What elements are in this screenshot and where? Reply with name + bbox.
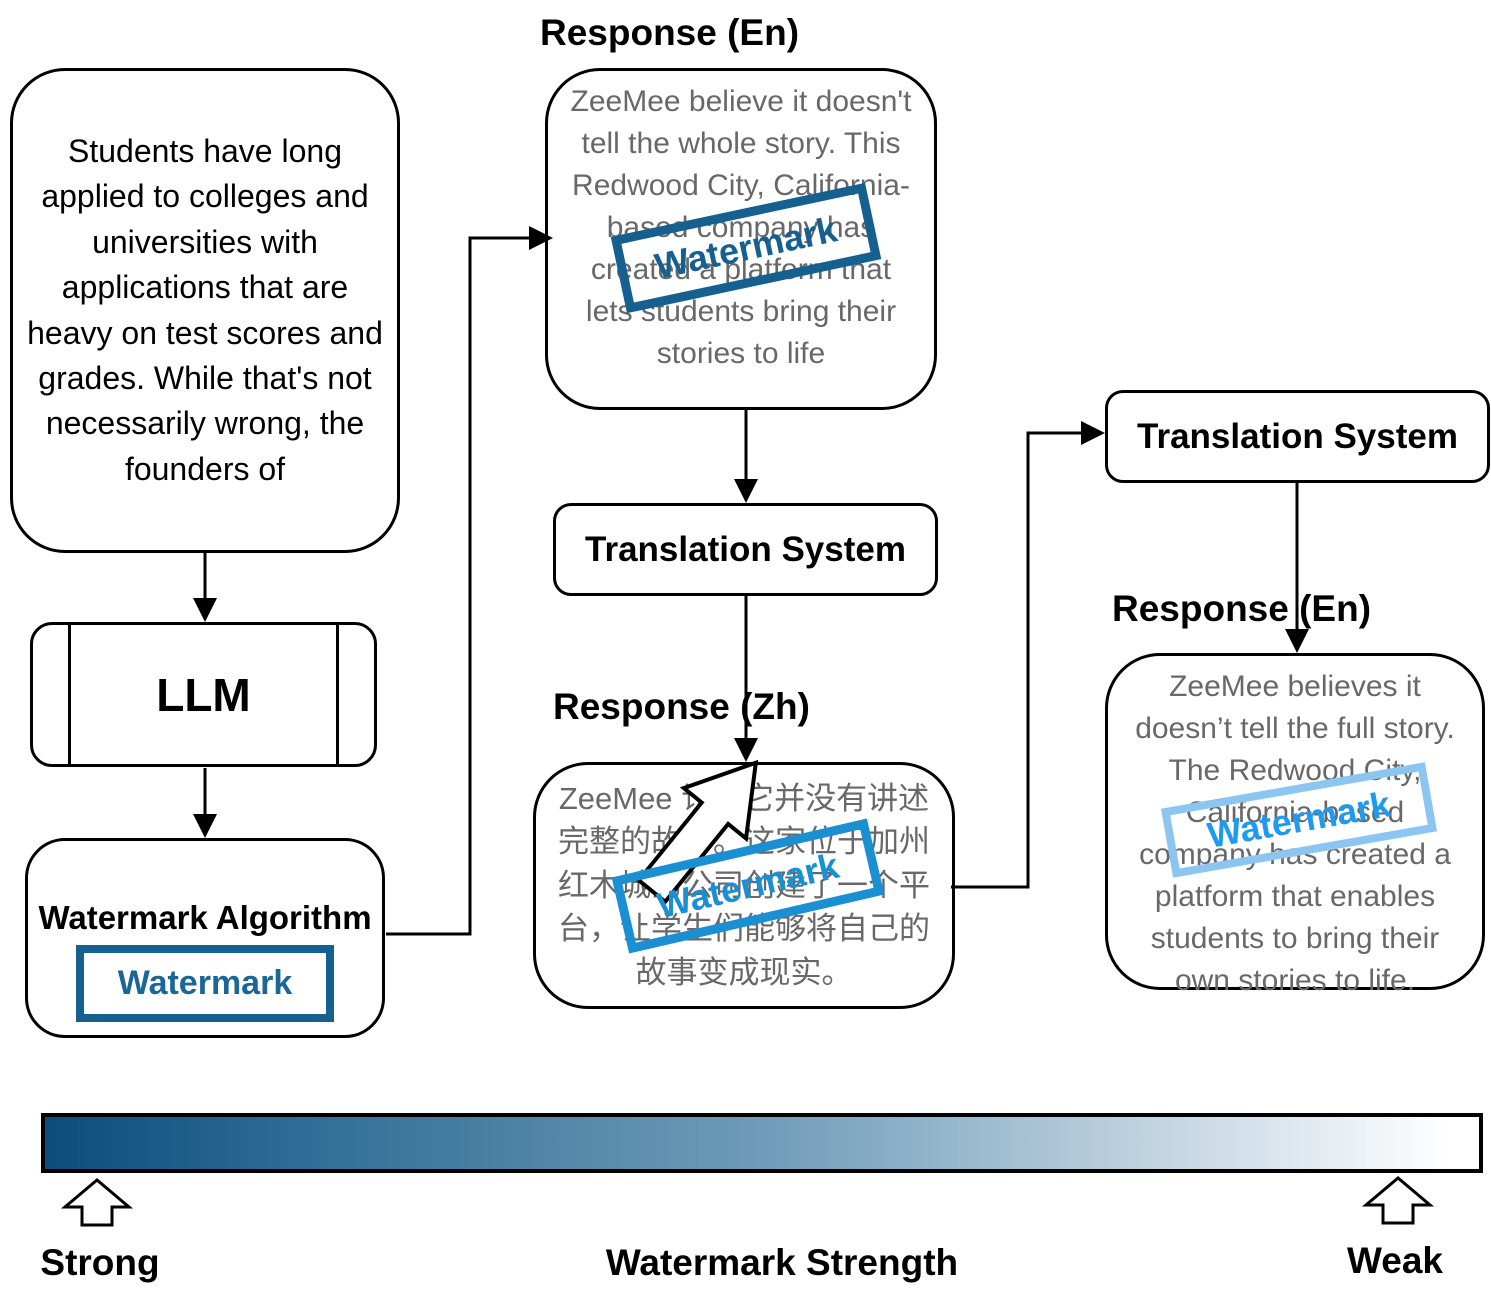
translation-system-1-label: Translation System <box>585 529 906 569</box>
arrow-watermark-algorithm-to-response-en <box>386 226 553 936</box>
response-en-top-text: ZeeMee believe it doesn't tell the whole… <box>570 85 912 370</box>
response-en-top-title: Response (En) <box>540 12 800 53</box>
watermark-badge-text: Watermark <box>117 964 293 1002</box>
arrow-llm-to-watermark-algorithm <box>193 768 217 838</box>
translation-system-1-box: Translation System <box>553 503 938 596</box>
llm-box: LLM <box>30 622 377 767</box>
arrow-prompt-to-llm <box>193 553 217 622</box>
response-en-top-box: ZeeMee believe it doesn't tell the whole… <box>545 68 937 410</box>
response-en-final-box: ZeeMee believes it doesn’t tell the full… <box>1105 653 1485 997</box>
translation-system-2-label: Translation System <box>1137 416 1458 456</box>
strong-label: Strong <box>40 1242 160 1283</box>
weak-pointer-arrow <box>1361 1176 1435 1225</box>
translation-system-2-box: Translation System <box>1105 390 1490 483</box>
arrow-response-zh-to-translation2 <box>951 421 1105 889</box>
strong-pointer-arrow <box>60 1178 134 1227</box>
llm-side-line-right <box>336 625 339 764</box>
watermark-algorithm-label: Watermark Algorithm <box>38 899 372 936</box>
watermark-badge: Watermark <box>76 945 334 1022</box>
response-en-final-text: ZeeMee believes it doesn’t tell the full… <box>1135 670 1455 997</box>
prompt-box: Students have long applied to colleges a… <box>10 68 400 553</box>
llm-label: LLM <box>156 668 251 721</box>
watermark-strength-label: Watermark Strength <box>605 1242 959 1283</box>
arrow-translation1-to-response-zh <box>734 595 758 762</box>
weak-label: Weak <box>1347 1240 1443 1281</box>
arrow-response-en-to-translation1 <box>734 410 758 503</box>
response-zh-title: Response (Zh) <box>553 686 810 727</box>
prompt-text: Students have long applied to colleges a… <box>27 132 383 487</box>
response-en-final-title: Response (En) <box>1112 588 1372 629</box>
llm-side-line-left <box>68 625 71 764</box>
watermark-strength-gradient <box>41 1113 1483 1173</box>
